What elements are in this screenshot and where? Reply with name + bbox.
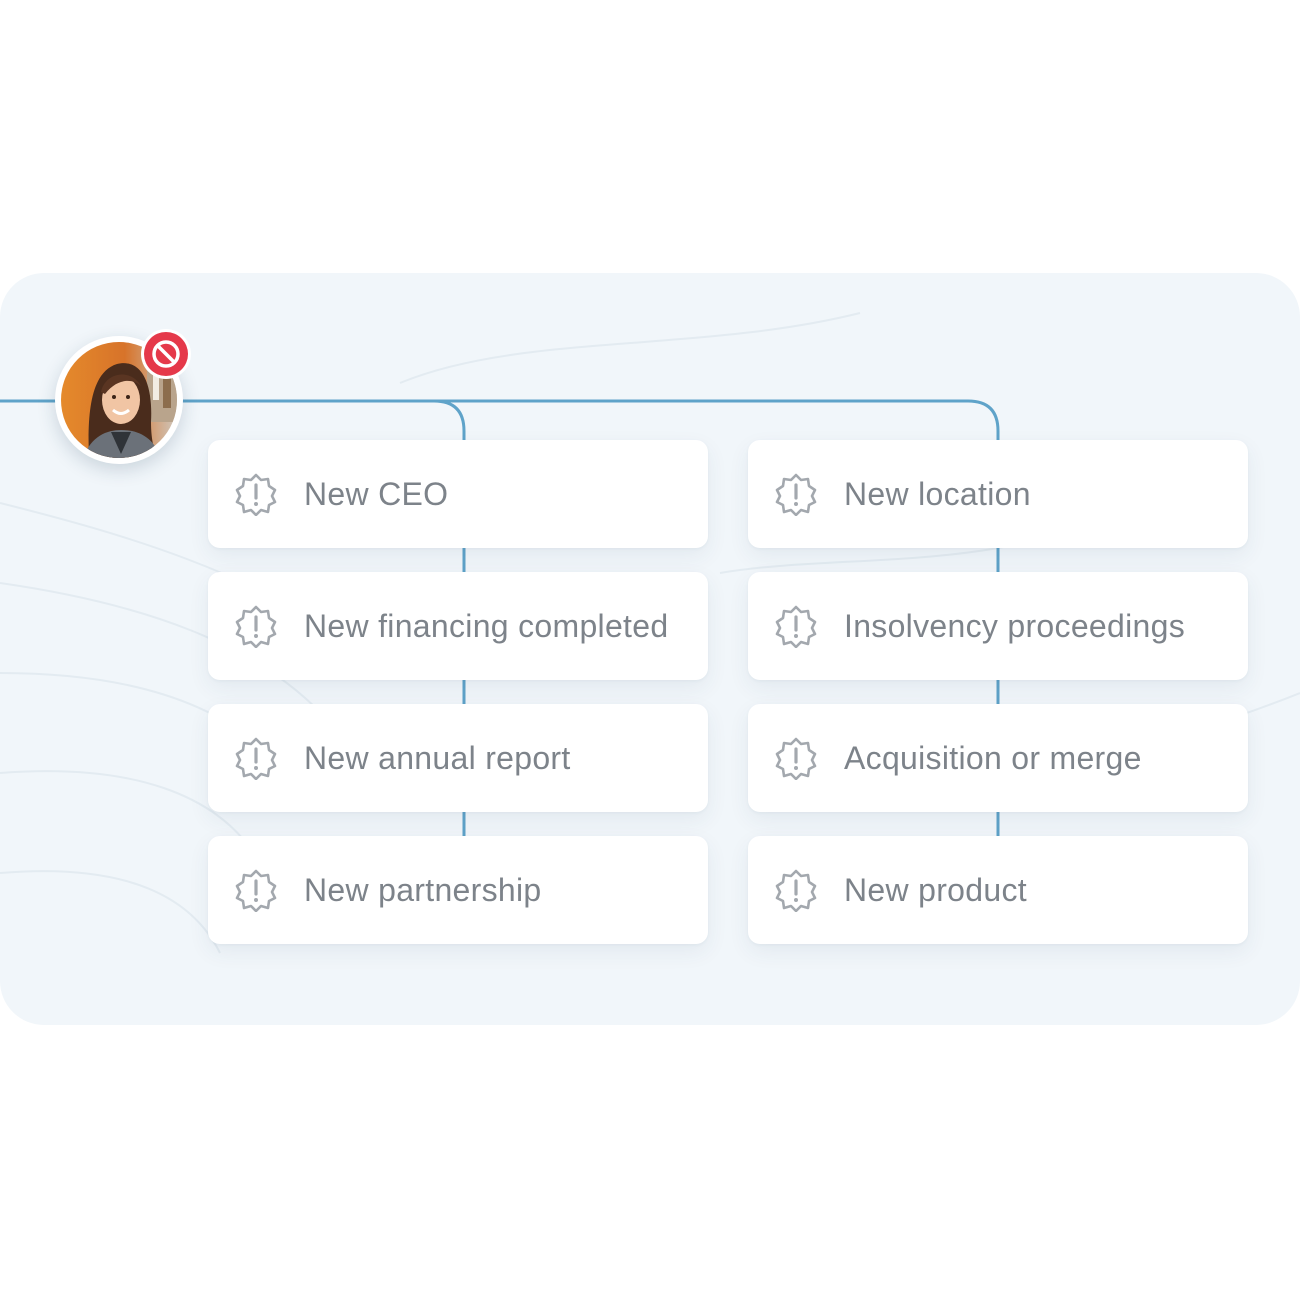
event-label: New annual report: [304, 739, 571, 776]
person-avatar-group[interactable]: [55, 329, 191, 464]
alert-badge-icon: [775, 869, 817, 912]
event-label: New CEO: [304, 475, 449, 512]
alert-badge-icon: [235, 605, 277, 648]
event-card[interactable]: New CEO: [208, 440, 708, 548]
alert-badge-icon: [775, 473, 817, 516]
event-card[interactable]: New location: [748, 440, 1248, 548]
blocked-status-badge: [141, 329, 191, 379]
event-label: Acquisition or merge: [844, 739, 1142, 776]
blocked-icon: [144, 332, 188, 376]
event-label: New financing completed: [304, 607, 669, 644]
alert-badge-icon: [775, 605, 817, 648]
event-label: New product: [844, 871, 1027, 908]
event-card[interactable]: New annual report: [208, 704, 708, 812]
event-card[interactable]: New product: [748, 836, 1248, 944]
alert-badge-icon: [775, 737, 817, 780]
event-label: Insolvency proceedings: [844, 607, 1186, 644]
event-card[interactable]: Acquisition or merge: [748, 704, 1248, 812]
event-label: New location: [844, 475, 1031, 512]
alert-badge-icon: [235, 473, 277, 516]
event-card[interactable]: Insolvency proceedings: [748, 572, 1248, 680]
alert-badge-icon: [235, 737, 277, 780]
person-photo: [61, 342, 177, 458]
event-label: New partnership: [304, 871, 542, 908]
event-card[interactable]: New partnership: [208, 836, 708, 944]
alert-badge-icon: [235, 869, 277, 912]
avatar[interactable]: [55, 336, 183, 464]
event-card[interactable]: New financing completed: [208, 572, 708, 680]
